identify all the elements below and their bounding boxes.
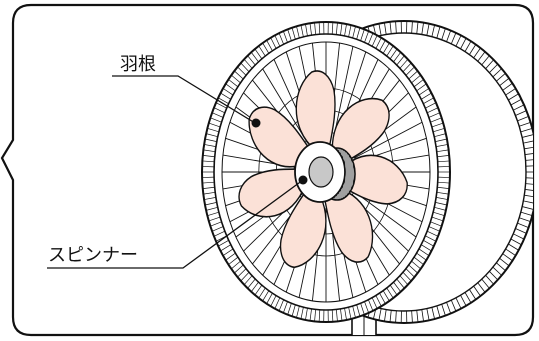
fan-blade <box>338 154 408 205</box>
leader-lines <box>47 75 308 269</box>
spinner-leader <box>47 179 304 269</box>
spinner <box>294 141 346 203</box>
spinner-leader-dot <box>298 175 308 185</box>
fan-blade <box>323 187 374 263</box>
spinner-label: スピンナー <box>48 245 138 266</box>
fan-blade <box>238 168 306 218</box>
fan-blade <box>248 106 313 168</box>
front-ring-hatch <box>202 22 450 322</box>
blades <box>238 70 408 269</box>
fan-blade <box>295 70 336 151</box>
fan-blade <box>331 97 390 166</box>
blade-leader <box>112 75 256 124</box>
blade-leader-dot <box>251 118 261 128</box>
fan-blade <box>279 187 327 269</box>
blade-label: 羽根 <box>120 54 156 75</box>
